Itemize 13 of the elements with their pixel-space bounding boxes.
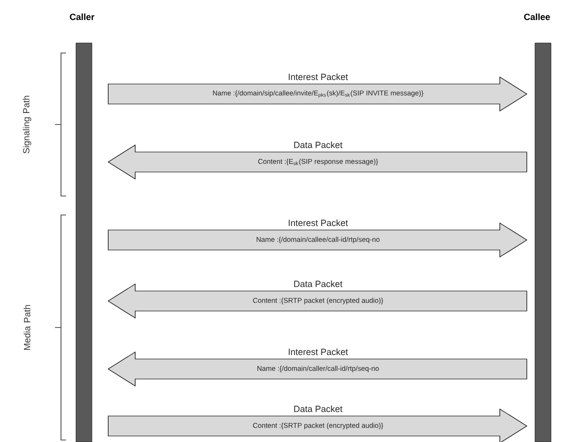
lifeline-title: Caller xyxy=(70,13,94,20)
lifeline-title: Callee xyxy=(524,13,550,20)
edge-label: Interest Packet xyxy=(288,73,348,80)
edge-label: Data Packet xyxy=(294,141,342,148)
block-arrow xyxy=(108,222,528,258)
section-label: Media Path xyxy=(24,305,30,350)
edge-label: Data Packet xyxy=(294,280,342,288)
block-arrow xyxy=(108,408,528,442)
edge-label: Data Packet xyxy=(294,405,342,412)
edge-label: Interest Packet xyxy=(288,348,348,356)
block-arrow xyxy=(108,76,528,112)
section-label: Signaling Path xyxy=(22,96,32,154)
edge-label: Interest Packet xyxy=(288,219,348,226)
